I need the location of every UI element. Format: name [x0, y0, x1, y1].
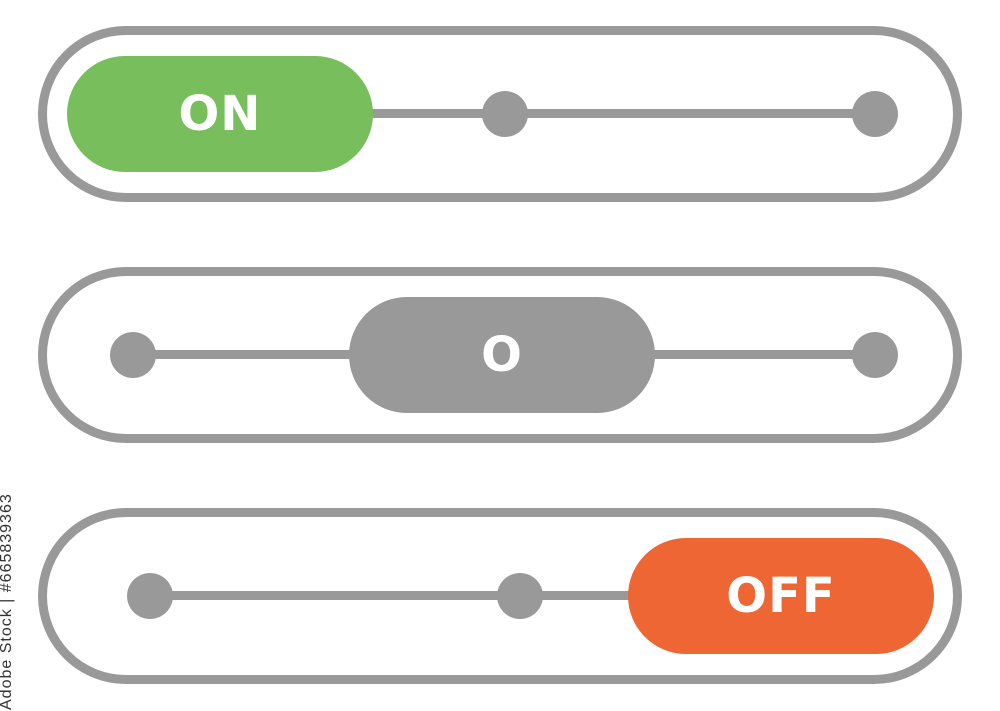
left-position-dot[interactable] [110, 332, 156, 378]
switch-track [367, 109, 887, 118]
middle-position-dot[interactable] [497, 573, 543, 619]
three-state-switch-on[interactable]: ON [38, 26, 962, 202]
stock-id-label: Adobe Stock | #665839363 [0, 493, 15, 710]
right-position-dot[interactable] [852, 91, 898, 137]
neutral-knob[interactable]: O [349, 297, 655, 413]
right-position-dot[interactable] [852, 332, 898, 378]
left-position-dot[interactable] [127, 573, 173, 619]
on-knob[interactable]: ON [67, 56, 373, 172]
middle-position-dot[interactable] [482, 91, 528, 137]
three-state-switch-off[interactable]: OFF [38, 508, 962, 684]
off-knob[interactable]: OFF [628, 538, 934, 654]
switch-track [147, 591, 667, 600]
three-state-switch-neutral[interactable]: O [38, 267, 962, 443]
